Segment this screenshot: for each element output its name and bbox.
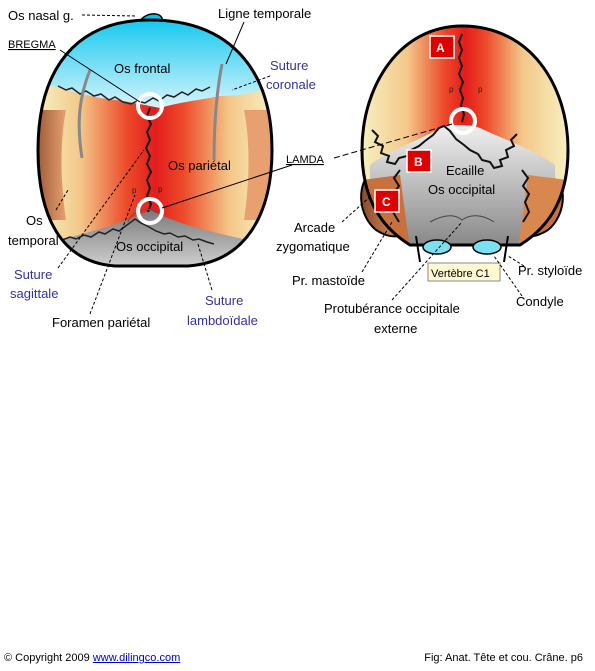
label-os-frontal: Os frontal [114, 61, 170, 76]
label-os-temporal-1: Os [26, 213, 43, 228]
right-condyle [472, 239, 502, 255]
label-suture-coronale-1: Suture [270, 58, 308, 73]
label-protuberance-1: Protubérance occipitale [324, 301, 460, 316]
label-suture-sagittale-2: sagittale [10, 286, 58, 301]
label-os-nasal: Os nasal g. [8, 8, 74, 23]
label-suture-coronale-2: coronale [266, 77, 316, 92]
marker-c-letter: C [382, 195, 391, 209]
marker-a-letter: A [436, 41, 445, 55]
left-temporal-region [38, 110, 66, 220]
label-condyle: Condyle [516, 294, 564, 309]
bregma-marker-ring [136, 92, 164, 120]
lambdoid-suture-line [61, 218, 215, 245]
figure-caption: Fig: Anat. Tête et cou. Crâne. p6 [424, 652, 583, 664]
svg-text:p: p [449, 85, 454, 94]
label-mastoide: Pr. mastoïde [292, 273, 365, 288]
website-link[interactable]: www.dilingco.com [92, 652, 181, 664]
label-os-occipital: Os occipital [116, 239, 183, 254]
marker-b-letter: B [414, 155, 423, 169]
label-protuberance-2: externe [374, 321, 417, 336]
label-ecaille-1: Ecaille [446, 163, 484, 178]
posterior-lambdoid-suture [371, 124, 518, 170]
copyright-text: © Copyright 2009 [4, 652, 90, 664]
label-suture-lambdoidale-1: Suture [205, 293, 243, 308]
label-suture-sagittale-1: Suture [14, 267, 52, 282]
label-suture-lambdoidale-2: lambdoïdale [187, 313, 258, 328]
left-condyle [422, 239, 452, 255]
vertebra-c1-box [427, 262, 501, 282]
label-os-parietal: Os pariétal [168, 158, 231, 173]
occipital-bone-region [38, 210, 272, 266]
label-arcade-1: Arcade [294, 220, 335, 235]
sagittal-suture-line [144, 107, 153, 213]
label-os-temporal-2: temporal [8, 233, 59, 248]
label-ecaille-2: Os occipital [428, 182, 495, 197]
copyright-footer: © Copyright 2009 www.dilingco.com [4, 652, 180, 664]
marker-b-box [406, 149, 432, 173]
svg-text:p: p [158, 185, 163, 194]
marker-a-box [429, 35, 455, 59]
lambda-marker-ring [136, 197, 164, 225]
label-vertebre: Vertèbre C1 [431, 268, 490, 280]
label-ligne-temporale: Ligne temporale [218, 6, 311, 21]
label-foramen-parietal: Foramen pariétal [52, 315, 150, 330]
temporal-line-right [212, 63, 224, 161]
right-temporal-region [244, 110, 272, 220]
label-arcade-2: zygomatique [276, 239, 350, 254]
label-styloide: Pr. styloïde [518, 263, 582, 278]
svg-text:p: p [132, 186, 137, 195]
posterior-view-skull: p p [360, 24, 570, 282]
marker-c-box [374, 189, 400, 213]
label-bregma: BREGMA [8, 39, 56, 51]
label-lamda: LAMDA [286, 154, 325, 166]
temporal-line-left [77, 69, 92, 159]
posterior-lambda-ring [449, 107, 477, 135]
svg-text:p: p [478, 85, 483, 94]
